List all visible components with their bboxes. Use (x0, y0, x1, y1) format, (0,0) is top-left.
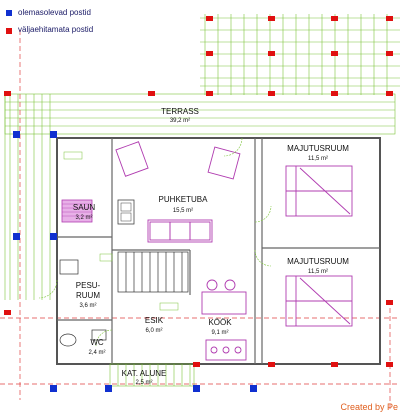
upper-terrace-decking (200, 14, 400, 95)
kook-name: KÖÖK (208, 318, 232, 327)
saun-name: SAUN (73, 203, 95, 212)
bedroom-furniture (285, 165, 353, 327)
majutusruum-2-name: MAJUTUSRUUM (287, 257, 349, 266)
bathroom-fixtures (59, 259, 107, 347)
sauna-bench-lines (62, 203, 92, 217)
majutusruum-2-area: 11,5 m² (308, 269, 328, 275)
puhketuba-area: 15,5 m² (173, 208, 193, 214)
staircase (117, 251, 189, 293)
wc-name: WC (90, 338, 104, 347)
credit-text: Created by Pe (340, 402, 398, 412)
majutusruum-1-name: MAJUTUSRUUM (287, 144, 349, 153)
kitchen-furniture (201, 279, 247, 361)
majutusruum-1-area: 11,5 m² (308, 156, 328, 162)
kat-alune-area: 2,5 m² (135, 380, 152, 386)
pesuruum-area: 3,6 m² (79, 303, 96, 309)
kat-alune-name: KAT. ALUNE (122, 369, 167, 378)
legend-existing-swatch (6, 10, 12, 16)
pesuruum-name-1: PESU- (76, 281, 101, 290)
esik-name: ESIK (145, 316, 164, 325)
saun-area: 3,2 m² (75, 215, 92, 221)
terrass-name: TERRASS (161, 107, 199, 116)
exterior-walls (56, 137, 381, 365)
wc-area: 2,4 m² (88, 350, 105, 356)
sauna-bench (61, 199, 93, 223)
legend-existing-label: olemasolevad postid (18, 8, 91, 17)
entry-stoop (109, 363, 195, 387)
sauna-stove-icon (117, 199, 135, 225)
kook-area: 9,1 m² (211, 330, 228, 336)
planned-posts (4, 16, 393, 367)
terrass-area: 39,2 m² (170, 118, 190, 124)
existing-posts (13, 131, 257, 392)
foundation-outline (0, 30, 400, 410)
living-room-furniture (115, 141, 241, 243)
dimension-tags (63, 151, 179, 311)
legend-planned-label: väljaehitamata postid (18, 25, 94, 34)
esik-area: 6,0 m² (145, 328, 162, 334)
door-swings (38, 137, 272, 347)
pesuruum-name-2: RUUM (76, 291, 100, 300)
terrace-decking (4, 93, 396, 300)
legend-planned-swatch (6, 28, 12, 34)
puhketuba-name: PUHKETUBA (159, 195, 209, 204)
